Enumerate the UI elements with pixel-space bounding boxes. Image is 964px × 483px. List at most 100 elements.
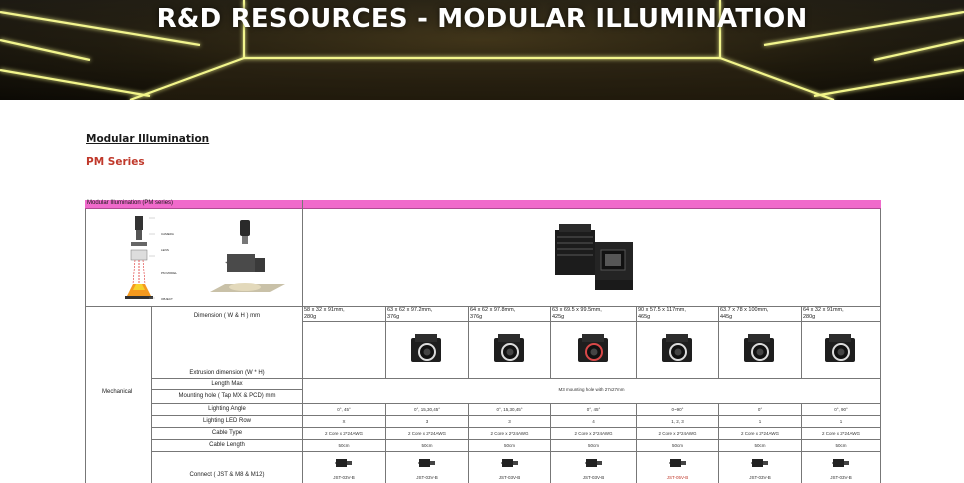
connector-image — [584, 459, 602, 467]
table-title-row: Modular Illumination (PM series) — [85, 200, 881, 209]
grid-line — [302, 200, 303, 483]
row-label-cable-length: Cable Length — [209, 442, 245, 448]
diagram-label: CAMERA — [161, 232, 174, 236]
grid-line — [151, 389, 302, 390]
row-label-angle: Lighting Angle — [208, 406, 246, 412]
grid-line — [151, 415, 881, 416]
weight-value: 280g — [803, 314, 816, 320]
angle-value: 0~90° — [671, 407, 684, 412]
camera-shape — [135, 216, 143, 230]
dimension-value: 63 x 69.5 x 99.5mm, — [552, 307, 602, 313]
dimension-value: 58 x 32 x 91mm, — [304, 307, 345, 313]
grid-line — [468, 403, 469, 483]
row-label-mounting: Mounting hole ( Tap MX & PCD) mm — [178, 393, 276, 399]
product-image — [825, 334, 855, 362]
grid-line — [85, 306, 881, 307]
banner-light-frame — [0, 0, 964, 100]
led-row-value: X — [342, 419, 346, 424]
product-image-main — [555, 224, 633, 290]
cable-type-value: 2 Core x 2*24AWG — [821, 431, 861, 436]
cable-type-value: 2 Core x 2*24AWG — [407, 431, 447, 436]
grid-line — [151, 306, 152, 483]
grid-line — [468, 306, 469, 378]
row-label-cable-type: Cable Type — [211, 430, 243, 436]
grid-line — [550, 403, 551, 483]
cable-type-value: 2 Core x 2*24AWG — [740, 431, 780, 436]
dimension-value: 64 x 32 x 91mm, — [803, 307, 844, 313]
grid-line — [636, 306, 637, 378]
weight-value: 465g — [638, 314, 651, 320]
grid-line — [151, 451, 881, 452]
row-label-led-row: Lighting LED Row — [202, 418, 252, 424]
product-image — [744, 334, 774, 362]
row-label-connect: Connect ( JST & M8 & M12) — [189, 472, 265, 478]
grid-line — [801, 403, 802, 483]
cable-type-value: 2 Core x 2*24AWG — [324, 431, 364, 436]
angle-value: 0°, 45° — [586, 407, 601, 412]
weight-value: 425g — [552, 314, 565, 320]
weight-value: 376g — [470, 314, 483, 320]
grid-line — [718, 403, 719, 483]
hero-banner: R&D RESOURCES - MODULAR ILLUMINATION — [0, 0, 964, 100]
row-label-dimension: Dimension ( W & H ) mm — [193, 313, 261, 319]
connector-label: JST-03V-B — [333, 475, 355, 480]
grid-line — [385, 403, 386, 483]
cable-length-value: 50cm — [587, 443, 599, 448]
cable-length-value: 50cm — [754, 443, 766, 448]
grid-line — [151, 403, 881, 404]
weight-value: 376g — [387, 314, 400, 320]
led-row-value: 3 — [425, 419, 429, 424]
connector-label: JST-03V-B — [498, 475, 521, 480]
product-image — [661, 334, 692, 362]
camera-3d-shape — [240, 220, 250, 236]
angle-value: 0°, 15,30,45° — [496, 407, 523, 412]
diagram-label: PM MODEL — [161, 271, 178, 275]
section-heading: Modular Illumination — [86, 133, 210, 145]
cable-type-value: 2 Core x 2*24AWG — [658, 431, 697, 436]
connector-image — [751, 459, 768, 467]
mounting-note: M3 mounting hole with 27x27mm — [558, 387, 625, 392]
connector-label: JST-03V-B — [416, 475, 438, 480]
cable-type-value: 2 Core x 2*24AWG — [490, 431, 529, 436]
diagram-label: OBJECT — [161, 297, 173, 301]
connector-image — [832, 459, 849, 467]
led-row-value: 4 — [592, 419, 595, 424]
cable-type-value: 2 Core x 2*24AWG — [574, 431, 613, 436]
setup-diagram — [125, 216, 285, 299]
row-label-length: Length Max — [211, 381, 243, 387]
angle-value: 0° — [757, 407, 763, 412]
grid-line — [151, 427, 881, 428]
product-image — [411, 334, 441, 362]
row-label-extrusion: Extrusion dimension (W * H) — [189, 370, 265, 376]
connector-image — [335, 459, 352, 467]
grid-line — [151, 378, 881, 379]
grid-line — [718, 306, 719, 378]
grid-line — [801, 306, 802, 378]
spec-table: Modular Illumination (PM series) — [85, 200, 881, 483]
diagram-label: LENS — [161, 248, 169, 252]
table-title: Modular Illumination (PM series) — [87, 200, 174, 206]
led-row-value: 1, 2, 3 — [671, 419, 684, 424]
grid-line — [302, 321, 881, 322]
angle-value: 0°, 15,30,45° — [413, 407, 441, 412]
grid-line — [880, 209, 881, 483]
connector-label: JST-03V-B — [582, 475, 605, 480]
led-row-value: 1 — [758, 419, 762, 424]
connector-label: JST-03V-B — [830, 475, 852, 480]
weight-value: 445g — [720, 314, 733, 320]
cable-length-value: 50cm — [338, 443, 350, 448]
cable-length-value: 50cm — [421, 443, 433, 448]
dimension-value: 90 x 57.5 x 117mm, — [638, 307, 686, 313]
grid-line — [151, 439, 881, 440]
dimension-value: 63 x 62 x 97.2mm, — [387, 307, 433, 313]
cable-length-value: 50cm — [835, 443, 847, 448]
weight-value: 280g — [304, 314, 317, 320]
dimension-value: 63.7 x 78 x 100mm, — [720, 307, 769, 313]
grid-line — [636, 403, 637, 483]
product-image — [493, 334, 524, 362]
grid-line — [550, 306, 551, 378]
banner-title: R&D RESOURCES - MODULAR ILLUMINATION — [156, 4, 808, 34]
connector-label: JST-03V-B — [749, 475, 771, 480]
series-heading: PM Series — [86, 156, 145, 168]
led-row-value: 1 — [839, 419, 843, 424]
